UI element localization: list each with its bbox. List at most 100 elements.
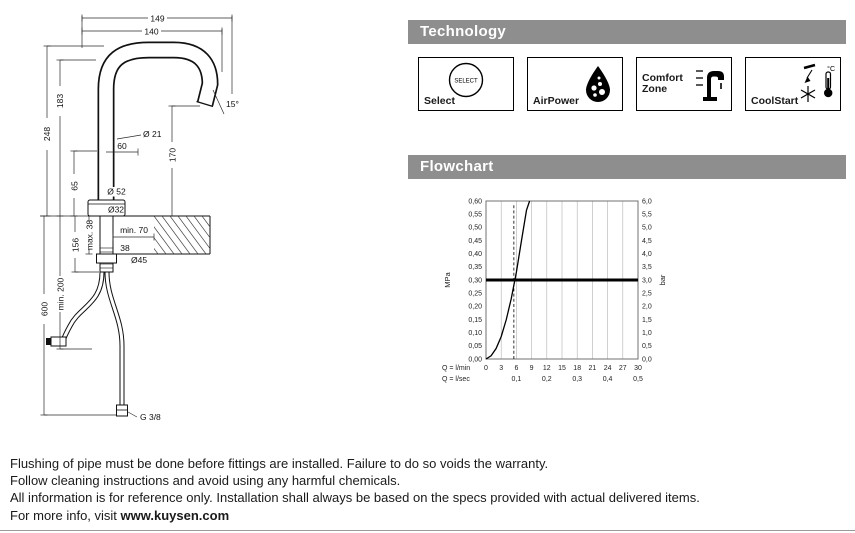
deck-hatching [154, 216, 210, 254]
svg-text:0,15: 0,15 [468, 317, 482, 324]
svg-text:3,5: 3,5 [642, 264, 652, 271]
airpower-drop-icon [586, 66, 610, 102]
faucet-technical-drawing: 149 140 248 183 15° Ø 21 60 170 65 Ø 52 … [40, 14, 239, 423]
badge-label-comfortzone: Comfort Zone [642, 71, 683, 95]
svg-text:1,5: 1,5 [642, 317, 652, 324]
coolstart-celsius-text: °C [827, 65, 835, 73]
svg-text:0,40: 0,40 [468, 251, 482, 258]
footer-line-1: Flushing of pipe must be done before fit… [10, 456, 549, 471]
label-bg [104, 187, 129, 197]
svg-text:3,0: 3,0 [642, 277, 652, 284]
svg-text:0,1: 0,1 [512, 376, 522, 383]
svg-text:18: 18 [573, 365, 581, 372]
footer-notes: Flushing of pipe must be done before fit… [10, 455, 845, 524]
svg-text:0,3: 0,3 [572, 376, 582, 383]
svg-text:0: 0 [484, 365, 488, 372]
svg-text:0,5: 0,5 [633, 376, 643, 383]
dim-156: 156 [71, 238, 81, 252]
footer-line-2: Follow cleaning instructions and avoid u… [10, 473, 401, 489]
technology-badge-select: SELECT Select [418, 57, 514, 111]
footer-line-3: All information is for reference only. I… [10, 490, 700, 506]
svg-text:0,35: 0,35 [468, 264, 482, 271]
dim-170: 170 [168, 148, 178, 162]
dim-600: 600 [40, 302, 50, 316]
bottom-divider [0, 530, 855, 531]
website-link[interactable]: www.kuysen.com [120, 507, 230, 523]
svg-text:Q = l/sec: Q = l/sec [442, 376, 470, 383]
svg-text:0,25: 0,25 [468, 291, 482, 298]
badge-label-coolstart: CoolStart [751, 94, 799, 107]
dim-140: 140 [144, 27, 158, 37]
svg-text:4,5: 4,5 [642, 238, 652, 245]
svg-text:MPa: MPa [443, 271, 452, 287]
dim-g38-thread: G 3/8 [140, 412, 161, 422]
svg-text:0,4: 0,4 [603, 376, 613, 383]
select-circle-icon: SELECT [448, 62, 484, 98]
footer-line-4: For more info, visit www.kuysen.com [10, 507, 845, 524]
svg-text:5,5: 5,5 [642, 212, 652, 219]
svg-text:0,60: 0,60 [468, 198, 482, 205]
svg-text:3: 3 [499, 365, 503, 372]
technology-badges: SELECT Select AirPower Comfort Zone [418, 57, 846, 111]
label-bg [148, 14, 167, 23]
svg-text:27: 27 [619, 365, 627, 372]
svg-text:0,55: 0,55 [468, 212, 482, 219]
dimension-lines [40, 14, 233, 418]
svg-text:1,0: 1,0 [642, 330, 652, 337]
svg-text:9: 9 [530, 365, 534, 372]
svg-text:12: 12 [543, 365, 551, 372]
supply-hoses [46, 271, 128, 417]
dim-max-38: max. 38 [85, 220, 95, 251]
svg-text:2,5: 2,5 [642, 291, 652, 298]
footer-more-info-text: For more info, visit [10, 507, 121, 523]
technology-badge-coolstart: °C CoolStart [745, 57, 841, 111]
dim-183: 183 [55, 94, 65, 108]
dim-dia-32: Ø32 [108, 205, 124, 215]
label-bg [142, 27, 161, 36]
dim-248: 248 [42, 127, 52, 141]
svg-text:21: 21 [589, 365, 597, 372]
svg-text:bar: bar [658, 274, 667, 285]
comfort-zone-faucet-icon [696, 70, 724, 101]
svg-text:15: 15 [558, 365, 566, 372]
right-column: Technology SELECT Select AirPower [408, 20, 846, 391]
svg-text:2,0: 2,0 [642, 304, 652, 311]
technology-header: Technology [408, 20, 846, 44]
svg-text:4,0: 4,0 [642, 251, 652, 258]
svg-text:5,0: 5,0 [642, 225, 652, 232]
svg-text:Q = l/min: Q = l/min [442, 365, 470, 372]
technology-badge-comfortzone: Comfort Zone [636, 57, 732, 111]
svg-text:0,00: 0,00 [468, 356, 482, 363]
svg-text:30: 30 [634, 365, 642, 372]
svg-text:0,05: 0,05 [468, 343, 482, 350]
dim-angle-15: 15° [226, 99, 239, 109]
mounting-shaft [96, 215, 117, 273]
badge-label-select: Select [424, 94, 455, 107]
dim-65: 65 [70, 181, 80, 191]
dim-dia-45: Ø45 [131, 255, 147, 265]
svg-text:0,45: 0,45 [468, 238, 482, 245]
faucet-body [87, 41, 219, 217]
svg-text:0,50: 0,50 [468, 225, 482, 232]
technology-badge-airpower: AirPower [527, 57, 623, 111]
svg-text:6: 6 [514, 365, 518, 372]
dim-38: 38 [120, 243, 130, 253]
flowchart-header: Flowchart [408, 155, 846, 179]
svg-text:0,10: 0,10 [468, 330, 482, 337]
svg-text:0,20: 0,20 [468, 304, 482, 311]
badge-label-airpower: AirPower [533, 94, 580, 107]
dim-dia-21: Ø 21 [143, 129, 162, 139]
coolstart-thermometer-icon: °C [800, 63, 835, 102]
svg-text:0,5: 0,5 [642, 343, 652, 350]
svg-text:0,0: 0,0 [642, 356, 652, 363]
svg-text:0,2: 0,2 [542, 376, 552, 383]
dim-60: 60 [117, 141, 127, 151]
dim-dia-52: Ø 52 [107, 187, 126, 197]
dim-min-200: min. 200 [56, 277, 66, 310]
svg-text:24: 24 [604, 365, 612, 372]
svg-text:6,0: 6,0 [642, 198, 652, 205]
dim-149: 149 [150, 14, 164, 24]
select-circle-text: SELECT [454, 79, 478, 85]
